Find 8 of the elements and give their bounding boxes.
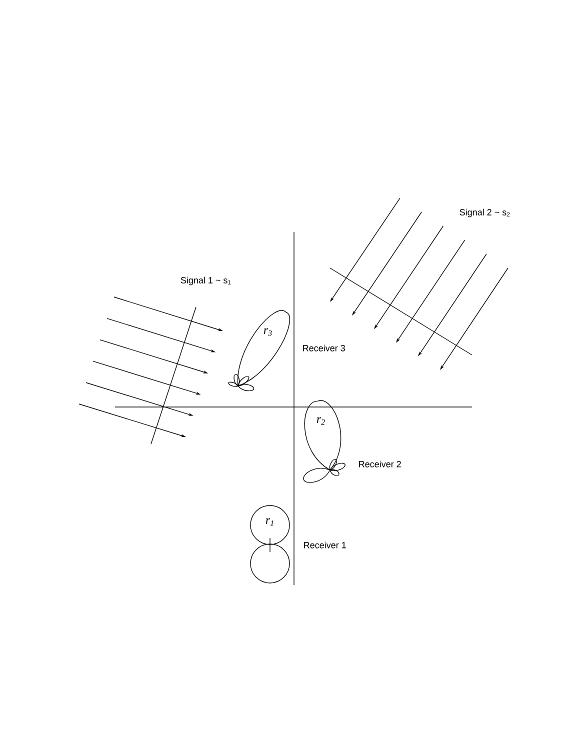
beam-pattern: r$_{3}$ bbox=[228, 310, 290, 392]
text-label: Receiver 2 bbox=[359, 460, 401, 468]
text-label: Signal 2 ~ s$_{2}$ bbox=[460, 208, 510, 218]
beam-pattern: r$_{1}$ bbox=[250, 505, 290, 584]
beam-pattern: r$_{2}$ bbox=[303, 400, 346, 483]
text-label: Signal 1 ~ s$_{1}$ bbox=[180, 276, 231, 286]
text-label: Receiver 1 bbox=[304, 542, 346, 548]
text-label: Receiver 3 bbox=[303, 344, 345, 352]
